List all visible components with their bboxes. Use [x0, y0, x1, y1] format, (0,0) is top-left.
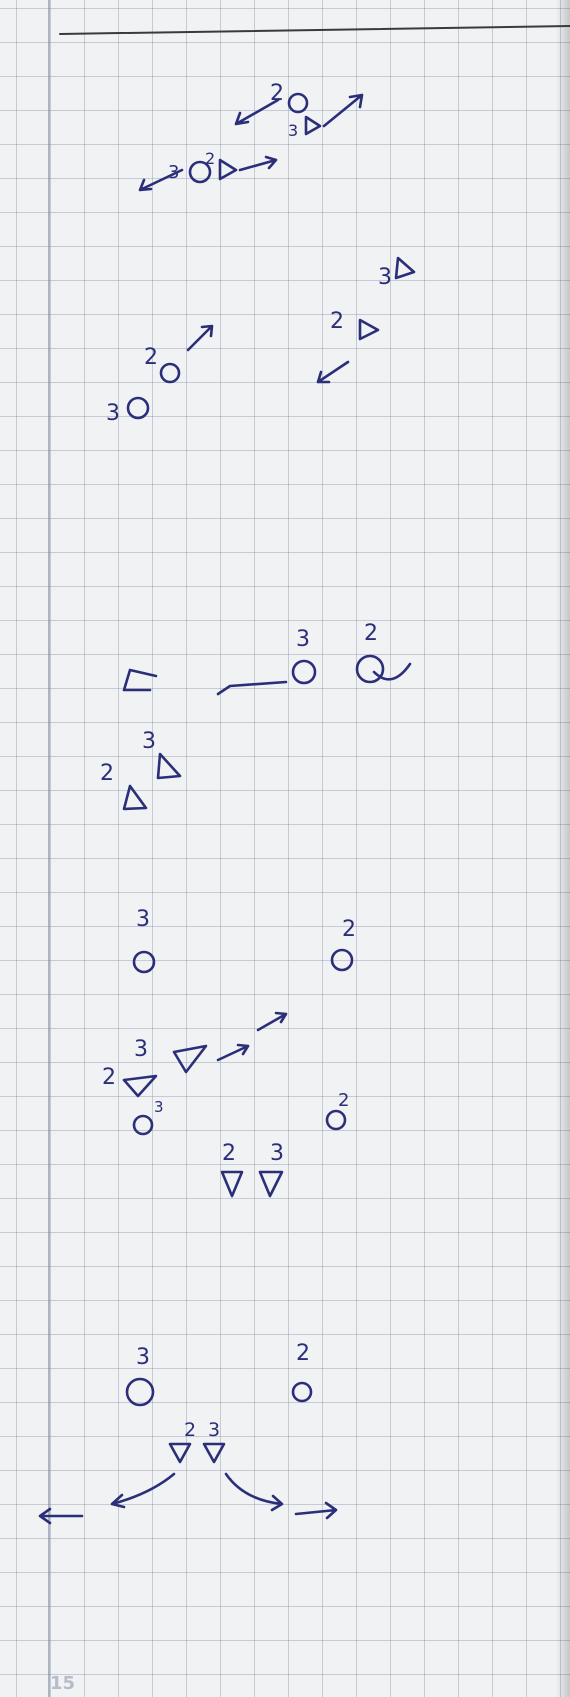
player-triangle: [360, 320, 378, 339]
arrow-right: [296, 1503, 336, 1518]
player-circle: [134, 1116, 152, 1134]
label: 3: [136, 1345, 150, 1370]
player-circle: [293, 1383, 311, 1401]
arrow: [258, 1013, 286, 1030]
label: 2: [338, 1090, 349, 1111]
player-circle: [134, 952, 154, 972]
player-circle: [289, 94, 307, 112]
player-circle: [332, 950, 352, 970]
player-triangle: [124, 1076, 156, 1096]
player-circle: [161, 364, 179, 382]
label: 2: [222, 1141, 236, 1166]
player-circle: [128, 398, 148, 418]
path-corner: [124, 670, 156, 690]
label: 2: [330, 309, 344, 334]
player-triangle: [222, 1172, 242, 1196]
arrow: [236, 100, 278, 124]
path-run: [218, 682, 286, 694]
page-number: 15: [50, 1673, 75, 1694]
player-circle: [357, 656, 383, 682]
arrow: [324, 95, 362, 126]
player-triangle: [174, 1046, 206, 1072]
label: 3: [136, 907, 150, 932]
arrow: [240, 157, 276, 170]
arrow: [318, 362, 348, 382]
label: 2: [184, 1419, 196, 1441]
curved-arrow: [226, 1474, 282, 1510]
player-triangle: [220, 160, 236, 179]
bottom-formation: 3 2 2 3: [40, 1341, 336, 1523]
label: 3: [288, 121, 298, 140]
player-triangle: [306, 117, 320, 134]
lower-formation: 3 2 3 2 3 2 2 3: [102, 907, 356, 1196]
player-circle: [327, 1111, 345, 1129]
player-triangle: [260, 1172, 282, 1196]
curved-arrow: [112, 1474, 174, 1507]
label: 2: [205, 149, 215, 168]
player-triangle: [124, 786, 146, 809]
label: 2: [296, 1341, 310, 1366]
middle-formation: 3 2 3 2: [100, 621, 410, 809]
label: 3: [168, 162, 179, 183]
top-rule-line: [60, 26, 570, 34]
label: 3: [106, 401, 120, 426]
label: 3: [296, 627, 310, 652]
top-formation: 2 3 3 2 3 2 2 3: [106, 81, 414, 426]
label: 3: [378, 265, 392, 290]
arrow: [188, 326, 212, 350]
curved-run: [374, 664, 410, 679]
label: 2: [100, 761, 114, 786]
player-circle: [127, 1379, 153, 1405]
player-triangle: [204, 1444, 224, 1462]
label: 3: [154, 1098, 164, 1116]
player-triangle: [170, 1444, 190, 1462]
label: 3: [134, 1037, 148, 1062]
label: 3: [270, 1141, 284, 1166]
player-triangle: [158, 754, 180, 778]
label: 2: [144, 345, 158, 370]
label: 3: [142, 729, 156, 754]
label: 2: [342, 917, 356, 942]
player-triangle: [396, 258, 414, 278]
label: 3: [208, 1419, 220, 1441]
label: 2: [364, 621, 378, 646]
player-circle: [293, 661, 315, 683]
label: 2: [102, 1065, 116, 1090]
arrow: [218, 1045, 248, 1060]
arrow-left: [40, 1509, 82, 1523]
